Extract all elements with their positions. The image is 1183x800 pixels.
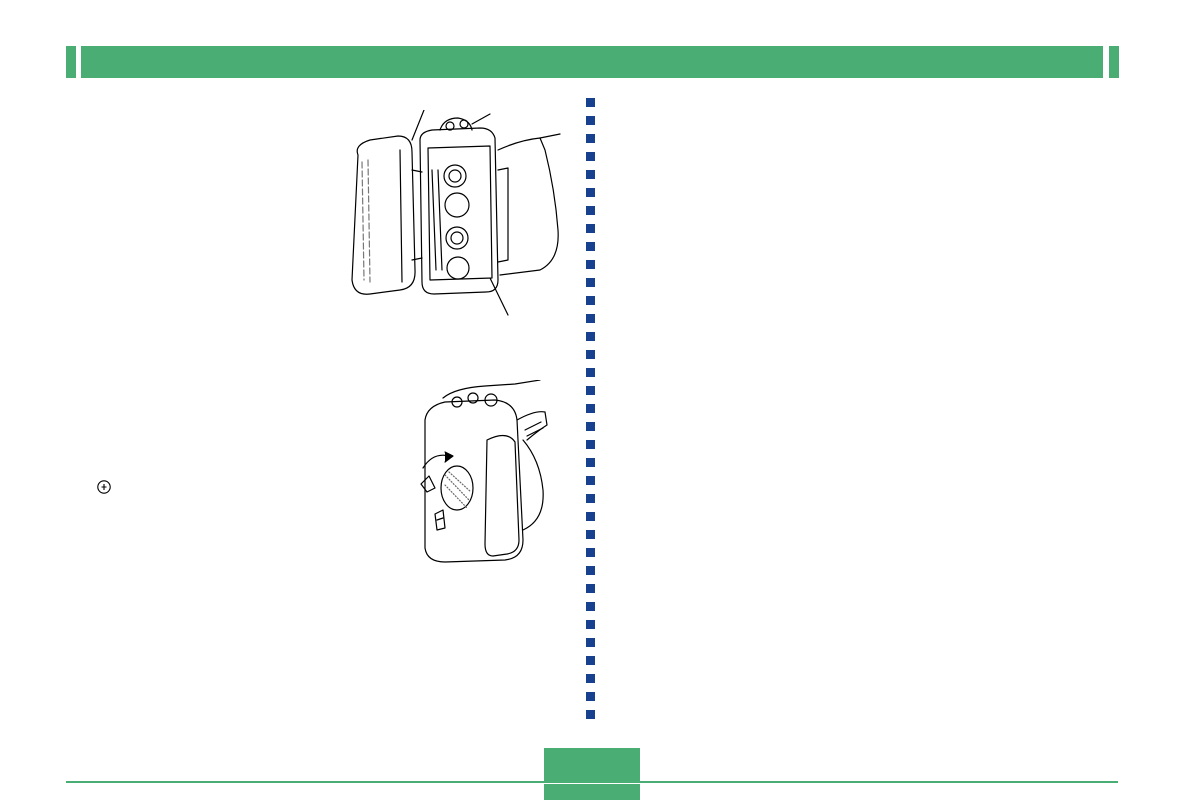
divider-dot — [586, 206, 595, 215]
divider-dot — [586, 350, 595, 359]
divider-dot — [586, 332, 595, 341]
divider-dot — [586, 242, 595, 251]
page-number-box — [544, 748, 640, 781]
divider-dot — [586, 422, 595, 431]
header-main-band — [81, 46, 1103, 78]
page-number-tab — [544, 748, 640, 800]
divider-dot — [586, 692, 595, 701]
divider-dot — [586, 386, 595, 395]
camera-battery-closing-illustration — [415, 380, 560, 565]
divider-dot — [586, 98, 595, 107]
divider-dot — [586, 566, 595, 575]
divider-dot — [586, 278, 595, 287]
divider-dot — [586, 530, 595, 539]
divider-dot — [586, 638, 595, 647]
divider-dot — [586, 116, 595, 125]
divider-dot — [586, 296, 595, 305]
header-left-cap — [66, 46, 76, 78]
camera-battery-open-illustration — [340, 110, 565, 320]
header-right-cap — [1109, 46, 1119, 78]
divider-dot — [586, 224, 595, 233]
divider-dot — [586, 134, 595, 143]
divider-dot — [586, 548, 595, 557]
divider-dot — [586, 314, 595, 323]
divider-dot — [586, 368, 595, 377]
divider-dot — [586, 152, 595, 161]
divider-dot — [586, 260, 595, 269]
divider-dot — [586, 476, 595, 485]
divider-dot — [586, 494, 595, 503]
divider-dot — [586, 188, 595, 197]
divider-dot — [586, 674, 595, 683]
divider-dot — [586, 602, 595, 611]
page-header-bar — [66, 46, 1119, 78]
divider-dot — [586, 440, 595, 449]
divider-dot — [586, 710, 595, 719]
divider-dot — [586, 404, 595, 413]
divider-dot — [586, 620, 595, 629]
column-divider — [586, 98, 596, 723]
divider-dot — [586, 584, 595, 593]
footer-rule — [66, 781, 1118, 783]
divider-dot — [586, 170, 595, 179]
power-symbol-icon — [97, 480, 111, 494]
page-number-tab-base — [544, 784, 640, 800]
divider-dot — [586, 656, 595, 665]
divider-dot — [586, 458, 595, 467]
divider-dot — [586, 512, 595, 521]
